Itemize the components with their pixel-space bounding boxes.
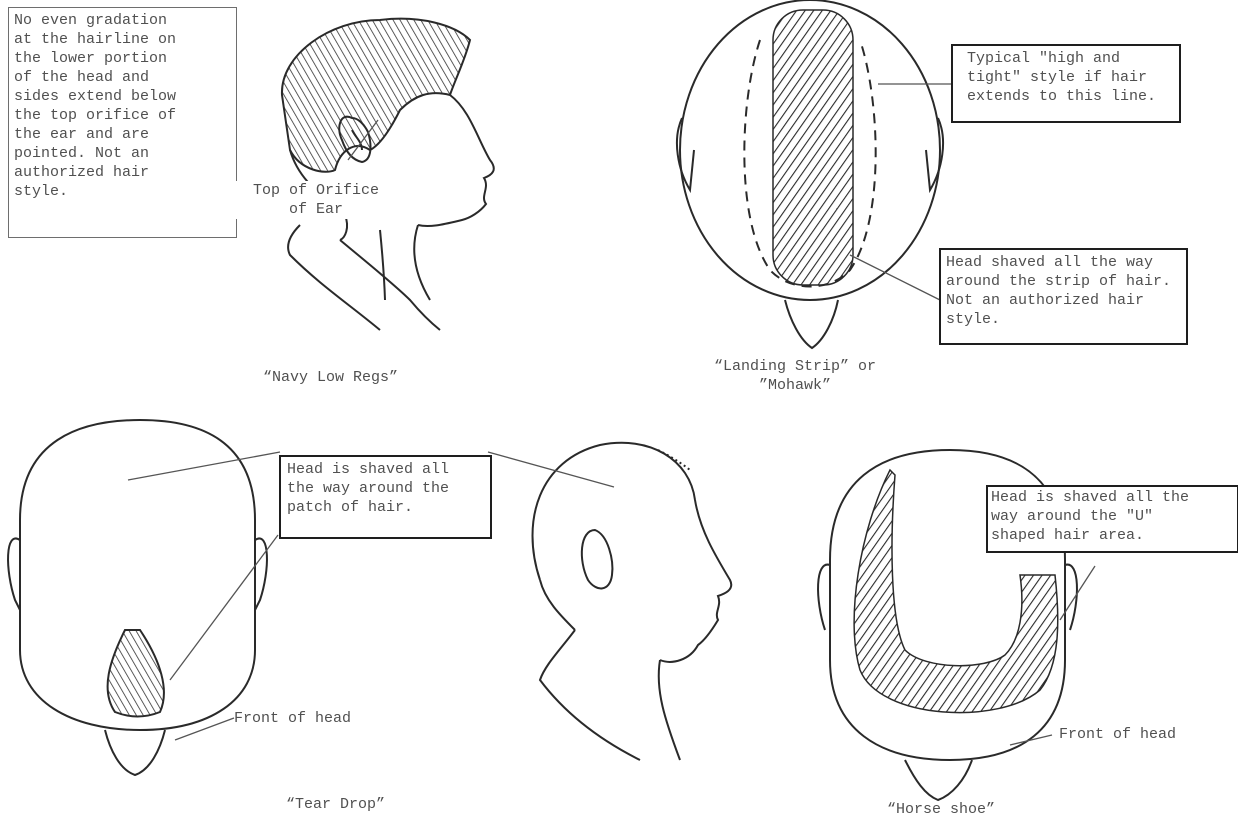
navy-low-regs-note: No even gradation at the hairline on the… — [8, 7, 237, 238]
horse-shoe-caption: “Horse shoe” — [887, 800, 995, 819]
tear-drop-side-head-drawing — [533, 443, 732, 760]
landing-strip-head-drawing — [677, 0, 943, 348]
landing-strip-caption: “Landing Strip” or ”Mohawk” — [690, 357, 900, 395]
tear-drop-head-drawing — [8, 420, 267, 775]
tear-drop-caption: “Tear Drop” — [286, 795, 385, 814]
navy-low-regs-head-drawing — [282, 19, 494, 330]
landing-strip-shaved-note: Head shaved all the way around the strip… — [939, 248, 1188, 345]
tear-drop-front-label: Front of head — [234, 709, 351, 728]
tear-drop-shaved-note: Head is shaved all the way around the pa… — [279, 455, 492, 539]
horse-shoe-shaved-note: Head is shaved all the way around the "U… — [986, 485, 1238, 553]
top-of-orifice-label: Top of Orifice of Ear — [236, 181, 396, 219]
navy-low-regs-caption: “Navy Low Regs” — [263, 368, 398, 387]
high-and-tight-note: Typical "high and tight" style if hair e… — [951, 44, 1181, 123]
horse-shoe-front-label: Front of head — [1059, 725, 1176, 744]
